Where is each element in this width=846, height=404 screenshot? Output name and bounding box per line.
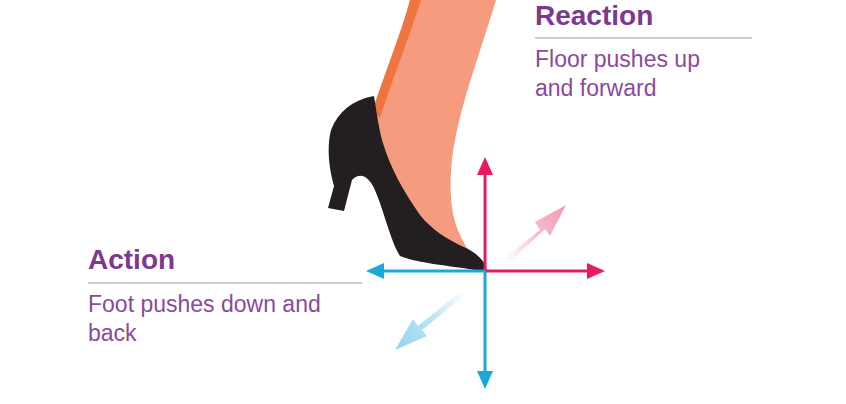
force-arrow bbox=[484, 271, 487, 375]
force-arrow bbox=[379, 270, 485, 273]
arrow-head bbox=[587, 263, 605, 279]
arrow-head bbox=[366, 263, 384, 279]
resultant-arrow bbox=[395, 288, 469, 350]
arrow-head bbox=[477, 157, 493, 175]
heading-rule bbox=[535, 37, 752, 38]
description: Foot pushes down and back bbox=[88, 290, 328, 348]
leg-shade bbox=[372, 0, 421, 118]
force-arrow bbox=[484, 170, 487, 271]
heading-rule bbox=[88, 282, 362, 283]
force-arrow bbox=[485, 270, 592, 273]
heading: Action bbox=[88, 244, 388, 276]
high-heel-shoe bbox=[328, 96, 487, 272]
heading: Reaction bbox=[535, 0, 835, 32]
arrow-head bbox=[477, 371, 493, 389]
description: Floor pushes up and forward bbox=[535, 45, 740, 103]
resultant-arrow bbox=[505, 205, 566, 262]
